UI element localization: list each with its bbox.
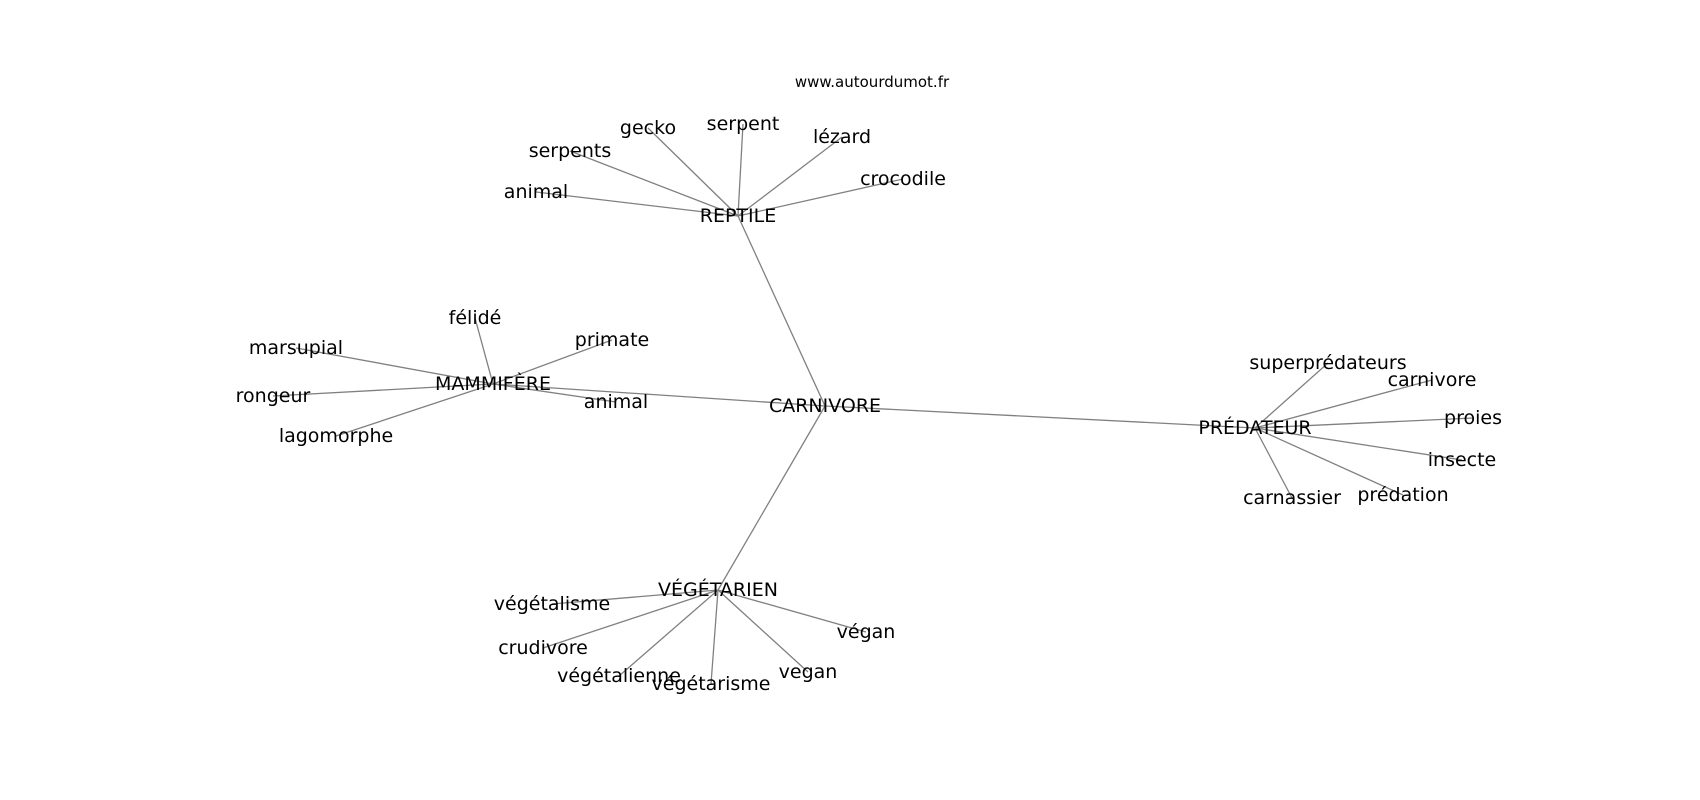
graph-edges [272,123,1474,685]
leaf-node-vegetarien: végétalienne [557,665,681,687]
leaf-node-mammifere: félidé [449,307,502,329]
edge-vegetarien-leaf [551,589,719,605]
leaf-node-predateur: carnassier [1243,487,1341,509]
edge-reptile-leaf [737,136,843,217]
edge-mammifere-leaf [492,339,613,385]
leaf-node-mammifere: lagomorphe [279,425,393,447]
leaf-node-mammifere: rongeur [236,385,311,407]
hub-node-reptile: REPTILE [700,205,776,227]
edge-predateur-leaf [1254,379,1433,429]
edge-mammifere-leaf [272,383,494,397]
edge-mammifere-leaf [295,347,494,385]
edge-predateur-leaf [1254,427,1404,496]
graph-labels: www.autourdumot.fr CARNIVORE REPTILE anima… [236,73,1502,695]
leaf-node-mammifere: primate [575,329,649,351]
edge-center-vegetarien [717,405,826,591]
hub-node-vegetarien: VÉGÉTARIEN [658,578,778,601]
leaf-node-reptile: animal [504,181,568,203]
leaf-node-mammifere: marsupial [249,337,343,359]
leaf-node-vegetarien: végétalisme [494,593,610,615]
leaf-node-predateur: carnivore [1388,369,1477,391]
edge-mammifere-leaf [335,383,494,437]
leaf-node-predateur: superprédateurs [1249,352,1406,374]
edge-vegetarien-leaf [542,589,719,649]
edge-reptile-leaf [535,191,739,217]
leaf-node-vegetarien: crudivore [498,637,588,659]
leaf-node-vegetarien: végan [837,621,896,643]
edge-center-predateur [824,405,1256,429]
edge-vegetarien-leaf [717,589,809,673]
source-watermark: www.autourdumot.fr [795,73,950,91]
edge-mammifere-leaf [492,383,617,403]
edge-center-mammifere [492,383,826,407]
leaf-node-mammifere: animal [584,391,648,413]
edge-mammifere-leaf [474,317,494,385]
edge-predateur-leaf [1254,427,1463,461]
center-node-label: CARNIVORE [769,395,881,417]
edge-vegetarien-leaf [618,589,719,677]
edge-predateur-leaf [1254,427,1293,499]
edge-vegetarien-leaf [710,589,719,685]
leaf-node-predateur: prédation [1357,484,1448,506]
edge-center-reptile [737,215,826,407]
edge-predateur-leaf [1254,362,1329,429]
leaf-node-reptile: crocodile [860,168,946,190]
hub-node-predateur: PRÉDATEUR [1198,416,1311,439]
leaf-node-predateur: proies [1444,407,1502,429]
leaf-node-reptile: serpents [529,140,612,162]
edge-reptile-leaf [737,178,904,217]
leaf-node-reptile: lézard [813,126,871,148]
hub-node-mammifere: MAMMIFÈRE [435,372,551,395]
leaf-node-reptile: gecko [620,117,676,139]
leaf-node-predateur: insecte [1428,449,1497,471]
edge-reptile-leaf [737,123,744,217]
leaf-node-vegetarien: végétarisme [652,673,771,695]
leaf-node-vegetarien: vegan [779,661,838,683]
edge-reptile-leaf [647,127,739,217]
leaf-node-reptile: serpent [707,113,780,135]
edge-predateur-leaf [1254,417,1474,429]
edge-vegetarien-leaf [717,589,867,633]
edge-reptile-leaf [569,150,739,217]
